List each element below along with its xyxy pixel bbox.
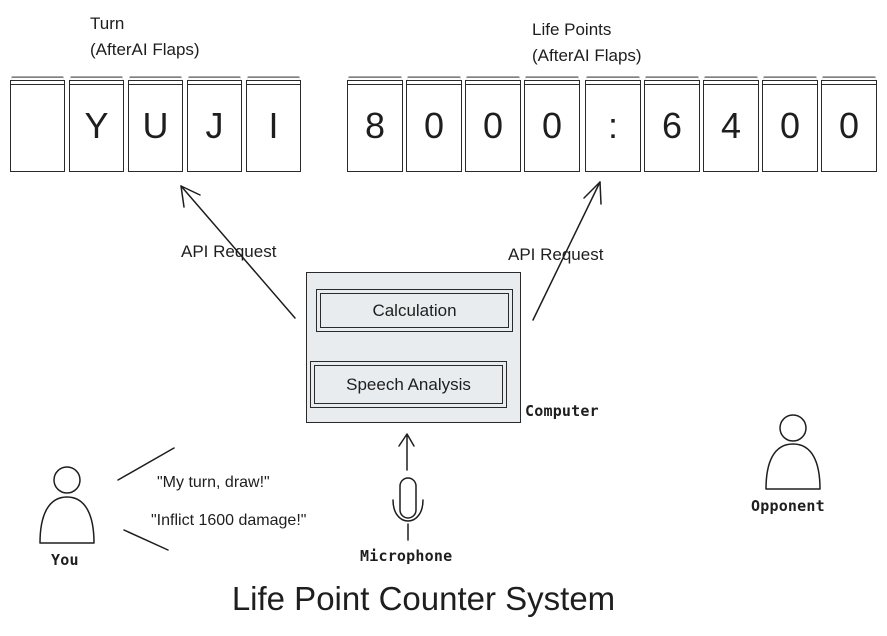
life-flap: :: [585, 80, 641, 172]
life-flap-char: 0: [541, 105, 563, 146]
life-flap-char: 0: [779, 105, 801, 146]
opponent-head-icon: [779, 414, 807, 442]
microphone-label: Microphone: [360, 547, 453, 565]
computer-box: Calculation Speech Analysis: [306, 272, 521, 423]
speech-analysis-box: Speech Analysis: [310, 361, 507, 408]
life-flap: 0: [762, 80, 818, 172]
life-flap: 0: [821, 80, 877, 172]
life-points-label-subtitle: (AfterAI Flaps): [532, 46, 642, 65]
you-head-icon: [53, 466, 81, 494]
turn-flap: I: [246, 80, 301, 172]
computer-label: Computer: [525, 402, 599, 420]
microphone-icon: [399, 477, 417, 519]
arrowhead-left: [180, 185, 201, 208]
life-flap: 0: [524, 80, 580, 172]
speech-analysis-label: Speech Analysis: [346, 374, 471, 394]
turn-flap: J: [187, 80, 242, 172]
turn-flap-char: I: [268, 105, 279, 146]
page-title: Life Point Counter System: [231, 580, 616, 617]
calculation-box: Calculation: [316, 289, 513, 332]
microphone-arrow: [398, 433, 415, 471]
speech-line-top: [117, 447, 175, 481]
api-request-label-right: API Request: [508, 245, 604, 264]
speech-quote-2: "Inflict 1600 damage!": [151, 512, 307, 529]
life-flap: 0: [406, 80, 462, 172]
turn-flap-char: Y: [84, 105, 109, 146]
microphone-holder: [392, 499, 424, 522]
life-flap-char: 8: [364, 105, 386, 146]
turn-flap: [10, 80, 65, 172]
life-flap-char: :: [607, 105, 618, 146]
life-flap: 6: [644, 80, 700, 172]
turn-label-subtitle: (AfterAI Flaps): [90, 40, 200, 59]
turn-flap-char: J: [205, 105, 224, 146]
speech-quote-1: "My turn, draw!": [157, 474, 270, 491]
you-body-icon: [39, 496, 95, 544]
calculation-label: Calculation: [372, 300, 457, 320]
api-request-label-left: API Request: [181, 242, 277, 261]
arrowhead-right: [583, 181, 602, 205]
you-label: You: [51, 551, 79, 569]
turn-flap: Y: [69, 80, 124, 172]
turn-flap: U: [128, 80, 183, 172]
api-request-arrow-left: [180, 185, 296, 319]
life-flap: 0: [465, 80, 521, 172]
life-flap: 8: [347, 80, 403, 172]
opponent-label: Opponent: [751, 497, 825, 515]
opponent-body-icon: [765, 443, 821, 490]
turn-flap-char: U: [142, 105, 169, 146]
life-flap: 4: [703, 80, 759, 172]
life-points-label: Life Points: [532, 20, 612, 39]
speech-line-bottom: [123, 529, 169, 551]
life-flap-char: 0: [838, 105, 860, 146]
life-flap-char: 0: [423, 105, 445, 146]
life-flap-char: 4: [720, 105, 742, 146]
life-flap-char: 0: [482, 105, 504, 146]
life-flap-char: 6: [661, 105, 683, 146]
api-request-arrow-right: [532, 181, 601, 321]
turn-label: Turn: [90, 14, 125, 33]
